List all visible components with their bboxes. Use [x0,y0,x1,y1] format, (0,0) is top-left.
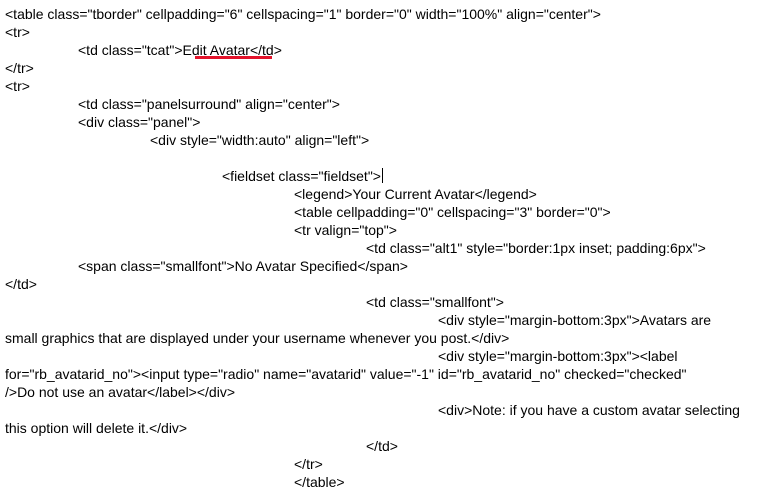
code-line: <td class="smallfont"> [366,294,504,310]
red-underline-annotation [195,56,272,59]
code-line: for="rb_avatarid_no"><input type="radio"… [5,366,687,382]
code-line: <div class="panel"> [78,114,201,130]
code-line: <div style="width:auto" align="left"> [150,132,370,148]
code-line: small graphics that are displayed under … [5,330,510,346]
code-fragment: <fieldset class="fieldset"> [222,168,381,184]
code-line: <tr> [5,24,30,40]
code-line: </td> [366,438,398,454]
code-line: </td> [5,276,37,292]
code-line: </table> [294,474,345,490]
code-line: <table class="tborder" cellpadding="6" c… [5,6,601,22]
code-fragment: </td> [249,42,282,58]
code-line: <span class="smallfont">No Avatar Specif… [78,258,408,274]
code-line: <legend>Your Current Avatar</legend> [294,186,537,202]
code-line: </tr> [294,456,323,472]
code-line: />Do not use an avatar</label></div> [5,384,235,400]
code-line-fieldset: <fieldset class="fieldset"> [222,167,776,185]
code-line: this option will delete it.</div> [5,420,188,436]
highlighted-text: Edit Avatar [182,42,250,58]
code-line: <div style="margin-bottom:3px">Avatars a… [438,312,712,328]
code-line: <tr valign="top"> [294,222,397,238]
code-line: <div style="margin-bottom:3px"><label [438,348,678,364]
code-line: <table cellpadding="0" cellspacing="3" b… [294,204,611,220]
code-fragment: <td class="tcat"> [78,42,183,58]
code-line: <td class="alt1" style="border:1px inset… [366,240,706,256]
code-line: <tr> [5,78,30,94]
text-caret [381,168,383,183]
code-line: </tr> [5,60,34,76]
code-line: <div>Note: if you have a custom avatar s… [438,402,740,418]
code-line: <td class="panelsurround" align="center"… [78,96,340,112]
code-line-tcat: <td class="tcat">Edit Avatar</td> [78,41,776,59]
